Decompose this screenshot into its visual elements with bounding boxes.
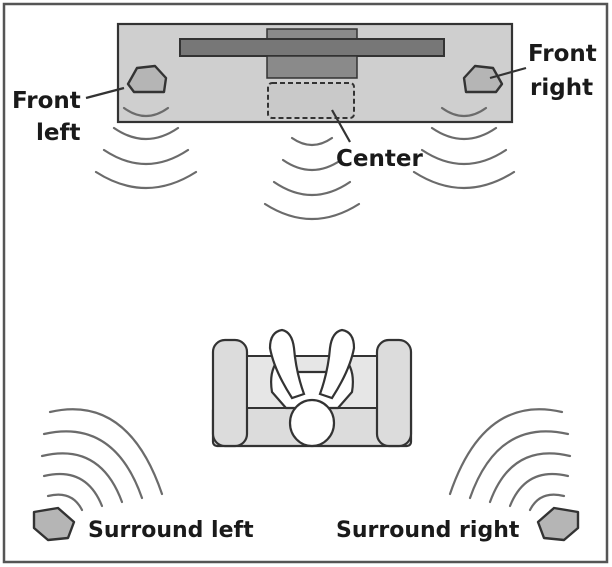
front-left-label-line1: Front bbox=[12, 88, 81, 114]
tv bbox=[179, 28, 445, 79]
center-speaker bbox=[267, 82, 355, 119]
surround-right-speaker bbox=[536, 506, 580, 542]
person-seated bbox=[268, 328, 356, 448]
center-leader bbox=[331, 109, 351, 143]
surround-left-speaker bbox=[32, 506, 76, 542]
front-right-leader bbox=[489, 66, 527, 80]
center-label: Center bbox=[336, 146, 423, 172]
surround-left-label: Surround left bbox=[88, 518, 254, 543]
front-left-label-line2: left bbox=[36, 120, 80, 146]
surround-right-sound-waves bbox=[448, 408, 572, 512]
front-right-label-line1: Front bbox=[528, 41, 597, 67]
person-head bbox=[288, 398, 336, 448]
front-right-sound-waves bbox=[412, 106, 516, 189]
front-right-label-line2: right bbox=[530, 75, 593, 101]
center-sound-waves bbox=[263, 136, 361, 220]
front-left-leader bbox=[85, 86, 125, 100]
front-left-sound-waves bbox=[94, 106, 198, 189]
surround-left-sound-waves bbox=[40, 408, 164, 512]
front-right-speaker bbox=[462, 64, 504, 94]
surround-right-label: Surround right bbox=[336, 518, 520, 543]
front-left-speaker bbox=[126, 64, 168, 94]
